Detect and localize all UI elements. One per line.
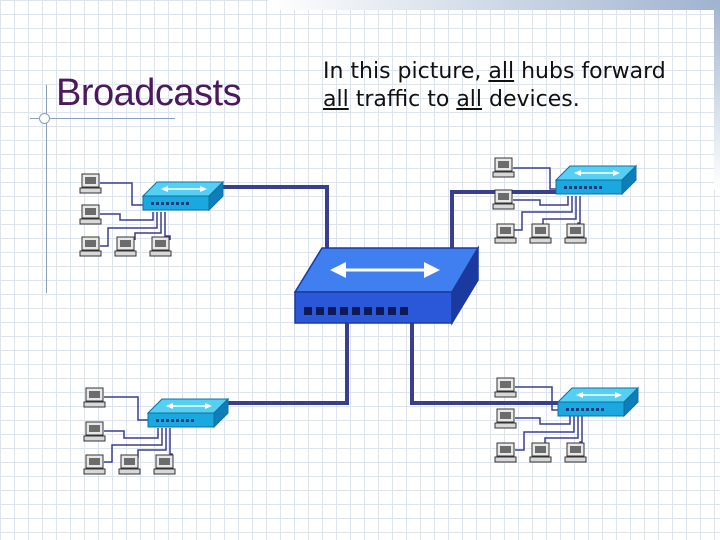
hub-group-bottom-left [83, 387, 229, 475]
slide-title: Broadcasts [56, 72, 242, 114]
slide-top-accent-bar [268, 0, 720, 10]
emphasized-word: all [323, 87, 349, 112]
workstation-icon [79, 173, 102, 194]
title-accent-horizontal-line [30, 118, 175, 119]
body-text-segment: devices. [482, 87, 580, 112]
workstation-icon [153, 454, 176, 475]
hub-top-right-icon [555, 165, 637, 195]
workstation-icon [118, 454, 141, 475]
title-accent-circle [39, 113, 50, 124]
workstation-icon [564, 223, 587, 244]
hub-bottom-right-icon [557, 387, 639, 417]
workstation-icon [83, 387, 106, 408]
hub-group-bottom-right [494, 377, 639, 463]
hub-top-left-icon [142, 181, 224, 211]
central-hub-icon [293, 245, 480, 326]
hub-group-top-left [79, 173, 224, 257]
title-accent-vertical-line [46, 85, 47, 293]
workstation-icon [494, 442, 517, 463]
emphasized-word: all [488, 59, 515, 84]
workstation-icon [83, 421, 106, 442]
workstation-icon [79, 236, 102, 257]
workstation-icon [494, 408, 517, 429]
workstation-icon [149, 236, 172, 257]
backbone-links [215, 185, 558, 405]
body-text-segment: In this picture, [323, 59, 489, 84]
workstation-icon [494, 377, 517, 398]
hub-bottom-left-icon [147, 398, 229, 428]
body-text-segment: traffic to [348, 87, 457, 112]
workstation-icon [529, 442, 552, 463]
slide-right-accent-bar [714, 0, 720, 190]
emphasized-word: all [456, 87, 483, 112]
workstation-icon [114, 236, 137, 257]
hub-group-top-right [492, 157, 637, 244]
body-text-segment: hubs forward [514, 59, 666, 84]
workstation-icon [529, 223, 552, 244]
workstation-icon [79, 204, 102, 225]
workstation-icon [83, 454, 106, 475]
workstation-icon [494, 223, 517, 244]
workstation-icon [492, 189, 515, 210]
workstation-icon [564, 442, 587, 463]
workstation-icon [492, 157, 515, 178]
